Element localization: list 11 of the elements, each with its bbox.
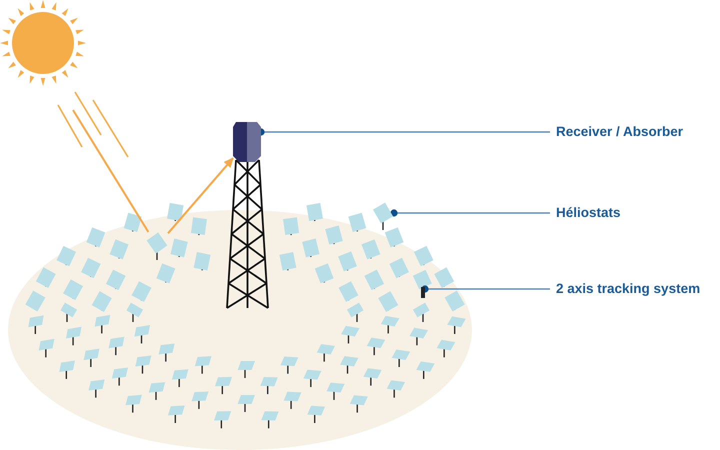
callout-label: Receiver / Absorber [556,123,684,141]
heliostat-drawing [372,202,394,230]
heliostat-drawing [146,232,168,260]
tracking-post [421,287,425,298]
leader-line [421,285,550,293]
receiver-block [233,122,261,162]
callout-label: 2 axis tracking system [556,280,702,298]
leader-line [390,209,550,217]
callout-label: Héliostats [556,204,622,222]
light-ray-arrow [167,157,234,234]
light-ray [72,109,150,233]
